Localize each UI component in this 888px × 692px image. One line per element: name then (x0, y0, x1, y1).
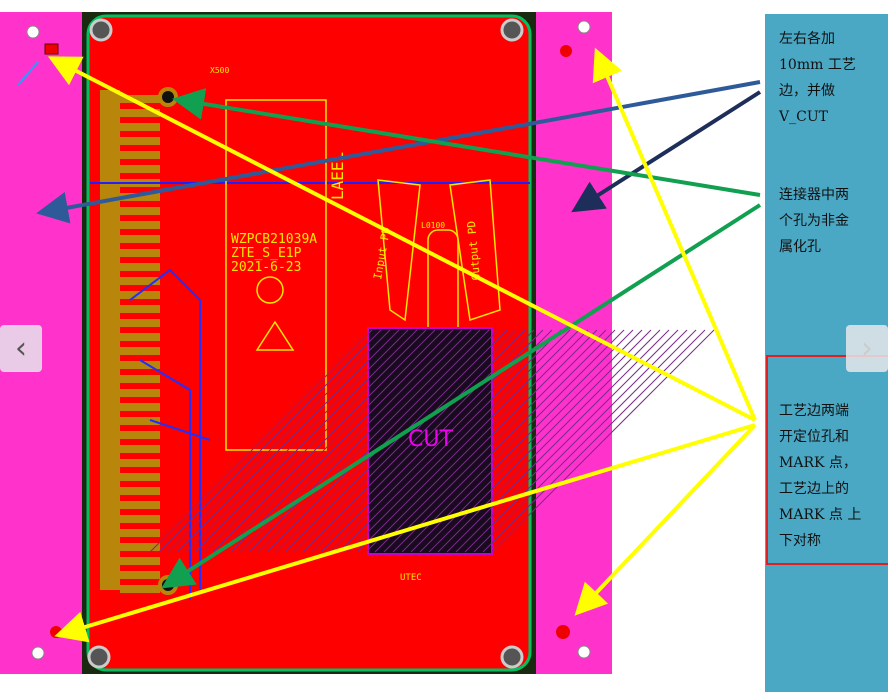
chevron-right-icon: › (861, 331, 873, 366)
note-line: 下对称 (779, 533, 821, 549)
prev-image-button[interactable]: ‹ (0, 325, 42, 372)
chevron-left-icon: ‹ (15, 331, 27, 366)
tooling-holes (26, 20, 591, 660)
note-line: 边，并做 (779, 83, 835, 99)
note-line: 工艺边上的 (779, 481, 849, 497)
note-line: 个孔为非金 (779, 213, 849, 229)
highlight-box (766, 355, 888, 565)
output-pd-label: Output PD (465, 220, 483, 281)
mounting-holes (87, 18, 524, 669)
note-holes: 连接器中两 个孔为非金 属化孔 (779, 182, 879, 260)
note-line: MARK 点 上 (779, 507, 862, 523)
next-image-button[interactable]: › (846, 325, 888, 372)
note-line: 属化孔 (779, 239, 821, 255)
utec-label: UTEC (400, 573, 422, 583)
model-label: ZTE_S_E1P (231, 246, 302, 261)
annotation-arrows (36, 47, 762, 643)
note-line: 工艺边两端 (779, 403, 849, 419)
note-line: 连接器中两 (779, 187, 849, 203)
note-line: 开定位孔和 (779, 429, 849, 445)
esd-warning-icon (255, 320, 295, 351)
date-label: 2021-6-23 (231, 260, 301, 275)
edge-connector (100, 90, 160, 593)
label-text: LAEEL (328, 152, 347, 200)
pb-free-icon (256, 276, 284, 304)
note-line: V_CUT (779, 109, 828, 125)
board-id-label: WZPCB21039A (231, 232, 317, 247)
note-vcut: 左右各加 10mm 工艺 边，并做 V_CUT (779, 26, 879, 130)
note-line: 10mm 工艺 (779, 57, 856, 73)
cut-label: CUT (408, 427, 453, 452)
connector-hole (158, 87, 178, 107)
note-line: MARK 点， (779, 455, 857, 471)
note-line: 左右各加 (779, 31, 835, 47)
note-mark: 工艺边两端 开定位孔和 MARK 点， 工艺边上的 MARK 点 上 下对称 (779, 398, 879, 554)
x500-label: X500 (210, 66, 229, 75)
l0100-label: L0100 (421, 221, 445, 230)
